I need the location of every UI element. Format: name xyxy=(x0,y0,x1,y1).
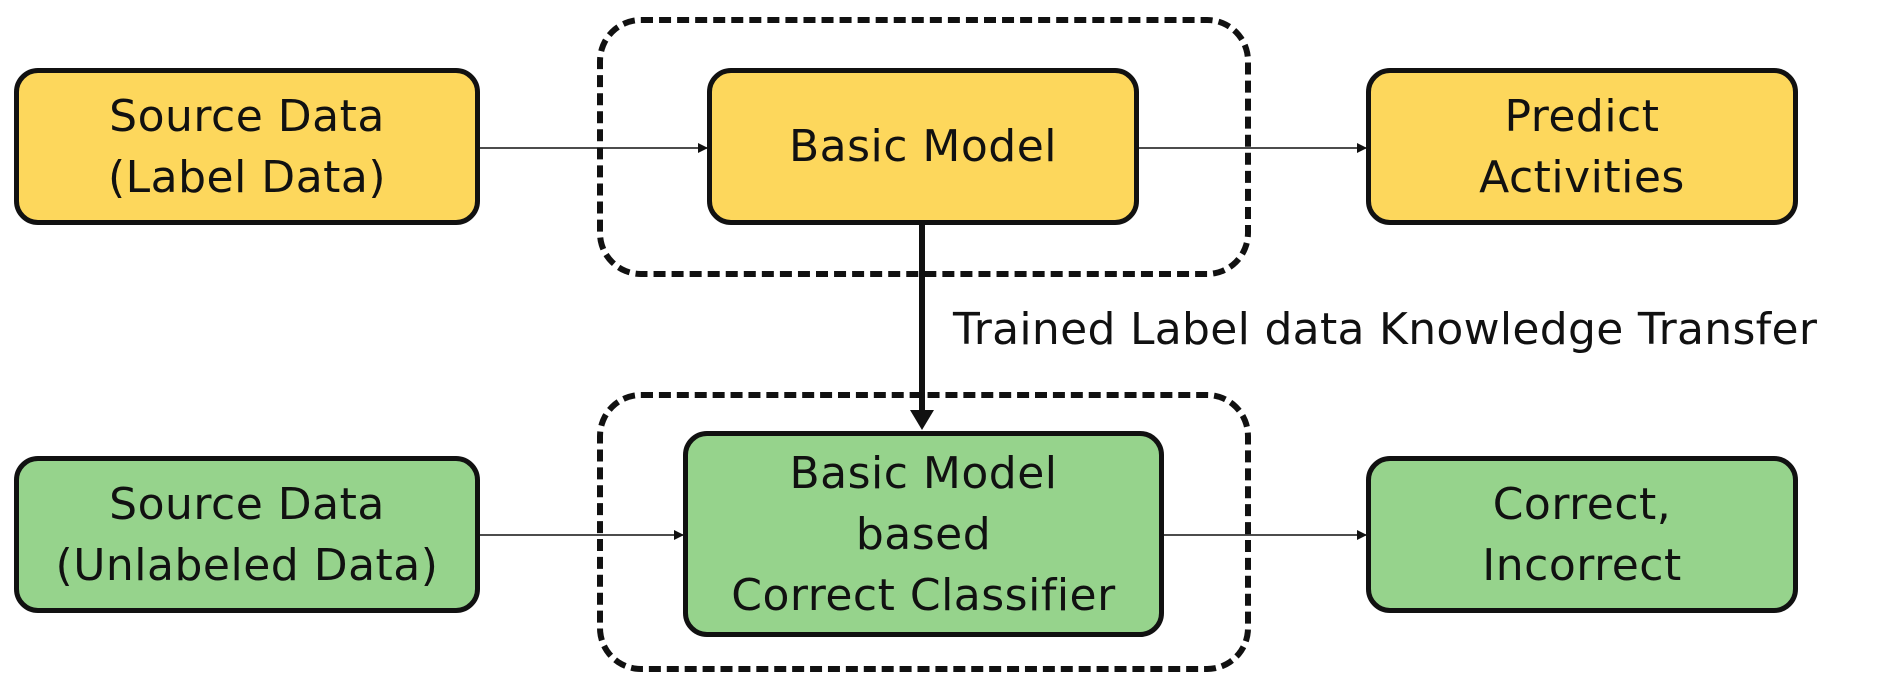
predict-activities-node: Predict Activities xyxy=(1366,68,1798,225)
node-line: based xyxy=(855,508,992,560)
classifier-group xyxy=(597,392,1251,672)
node-line: Incorrect xyxy=(1482,539,1682,591)
node-line: Activities xyxy=(1479,151,1685,203)
correct-incorrect-node: Correct, Incorrect xyxy=(1366,456,1798,613)
node-line: Correct, xyxy=(1492,478,1672,530)
node-line: Correct Classifier xyxy=(731,569,1116,621)
correct-classifier-node: Basic Model based Correct Classifier xyxy=(683,431,1164,637)
node-line: (Unlabeled Data) xyxy=(55,539,439,591)
arrow-knowledge-transfer-head xyxy=(910,410,934,430)
basic-model-node: Basic Model xyxy=(707,68,1139,225)
basic-model-group xyxy=(597,17,1251,277)
node-line: Predict xyxy=(1504,90,1660,142)
node-line: Basic Model xyxy=(788,121,1058,172)
source-unlabeled-data-node: Source Data (Unlabeled Data) xyxy=(14,456,480,613)
node-line: Source Data xyxy=(109,90,385,142)
knowledge-transfer-label: Trained Label data Knowledge Transfer xyxy=(953,304,1818,355)
node-line: (Label Data) xyxy=(107,151,387,203)
source-label-data-node: Source Data (Label Data) xyxy=(14,68,480,225)
node-line: Source Data xyxy=(109,478,385,530)
node-line: Basic Model xyxy=(789,447,1058,499)
